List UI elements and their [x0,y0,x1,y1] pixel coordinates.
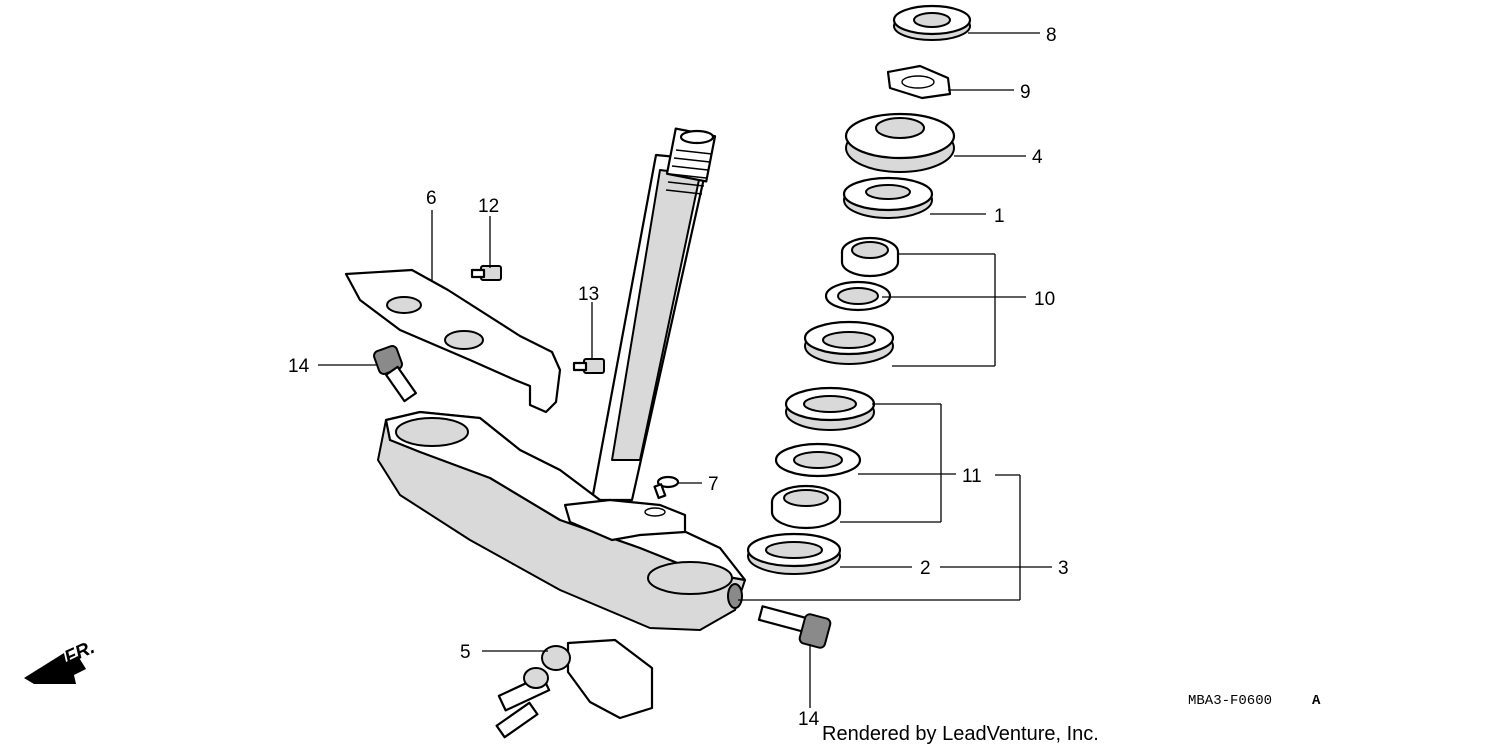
lower-dust-seal [746,532,842,575]
front-label: FR. [61,637,98,669]
callout-8: 8 [1046,25,1057,46]
render-credit: Rendered by LeadVenture, Inc. [822,723,1099,745]
bracket [344,268,562,414]
callout-13: 13 [578,284,599,305]
callout-12: 12 [478,196,499,217]
callout-9: 9 [1020,82,1031,103]
screw-7 [653,475,680,500]
bolt-13 [572,358,605,374]
locknut [892,4,972,41]
bolt-12 [470,265,502,281]
upper-bearing-race-top [840,236,900,278]
callout-11: 11 [962,466,982,487]
callout-10: 10 [1034,289,1055,310]
callout-14-lower: 14 [798,709,820,730]
diagram-code: MBA3-F0600 [1188,693,1272,709]
callout-1: 1 [994,206,1005,227]
steering-stem-shaft [590,127,717,502]
callout-6: 6 [426,188,437,209]
upper-bearing-race-bottom [803,320,895,365]
bolt-14-upper [373,345,418,403]
lower-bearing-race-top [784,386,876,431]
callout-numbers: 8 9 4 1 10 11 2 3 7 6 12 13 14 5 14 [288,25,1069,730]
lock-washer [886,64,952,100]
dust-seal [842,176,934,219]
callout-5: 5 [460,642,471,663]
upper-ball-bearing [824,280,892,312]
diagram-suffix: A [1312,693,1321,709]
callout-7: 7 [708,474,719,495]
front-direction-arrow: FR. [24,637,98,684]
callout-3: 3 [1058,558,1069,579]
callout-2: 2 [920,558,931,579]
callout-14-upper: 14 [288,356,310,377]
lower-bearing-race-bottom [770,484,842,530]
bottom-bridge [377,410,747,631]
bolt-14-lower [757,605,832,649]
lower-ball-bearing [774,442,862,478]
steering-lock [495,638,654,739]
callout-4: 4 [1032,147,1043,168]
leader-lines [318,32,1052,708]
adjusting-nut [844,112,956,173]
